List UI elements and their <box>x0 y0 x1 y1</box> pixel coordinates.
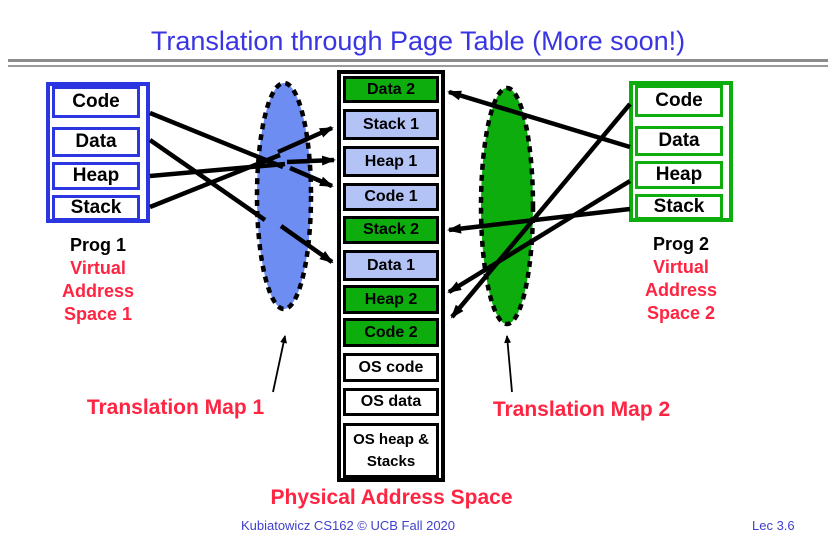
prog1-caption-line1: Virtual <box>70 258 126 278</box>
prog2-caption-line2: Address <box>644 280 718 300</box>
arrow-prog2-data-to-data2 <box>447 89 631 150</box>
prog1-cell-heap: Heap <box>52 162 140 190</box>
line-prog1-code-in <box>149 110 284 170</box>
arrow-label-to-map1 <box>272 335 287 393</box>
prog1-caption-line3: Space 1 <box>63 304 133 324</box>
line-prog1-heap-in <box>149 161 286 179</box>
phys-cell-heap2: Heap 2 <box>343 285 439 314</box>
prog2-name: Prog 2 <box>652 234 709 254</box>
physical-address-space-label: Physical Address Space <box>270 486 513 509</box>
phys-cell-data1: Data 1 <box>343 250 439 281</box>
phys-cell-os-heap-stacks: OS heap & Stacks <box>343 423 439 478</box>
prog1-cell-stack: Stack <box>52 195 140 221</box>
prog2-cell-stack: Stack <box>635 194 723 220</box>
arrow-to-data1 <box>279 224 334 264</box>
prog1-cell-data: Data <box>52 127 140 157</box>
prog1-name: Prog 1 <box>69 235 126 255</box>
prog2-caption-line3: Space 2 <box>646 303 716 323</box>
prog2-cell-code: Code <box>635 85 723 117</box>
prog2-mapping-arrows <box>447 89 632 319</box>
physical-memory-column: Data 2 Stack 1 Heap 1 Code 1 Stack 2 Dat… <box>337 70 445 482</box>
prog1-caption: Prog 1 Virtual Address Space 1 <box>38 234 158 326</box>
prog2-vas-box: Code Data Heap Stack <box>629 81 733 222</box>
footer-credit: Kubiatowicz CS162 © UCB Fall 2020 <box>240 518 456 533</box>
footer-lecture-number: Lec 3.6 <box>752 518 795 533</box>
page-title: Translation through Page Table (More soo… <box>150 26 686 56</box>
prog1-caption-line2: Address <box>61 281 135 301</box>
arrow-to-heap1 <box>286 155 336 166</box>
line-prog1-data-in <box>148 138 267 222</box>
phys-cell-os-data: OS data <box>343 388 439 416</box>
phys-cell-code1: Code 1 <box>343 183 439 211</box>
translation-map2-ellipse <box>478 85 536 327</box>
phys-cell-stack1: Stack 1 <box>343 109 439 140</box>
title-rule <box>8 59 828 67</box>
arrow-label-to-map2 <box>504 335 513 393</box>
arrow-prog2-stack-to-stack2 <box>447 206 631 234</box>
prog1-cell-code: Code <box>52 86 140 118</box>
arrow-prog2-code-to-code2 <box>450 102 632 319</box>
prog1-vas-box: Code Data Heap Stack <box>46 82 150 223</box>
arrow-prog2-heap-to-heap2 <box>447 179 632 294</box>
phys-cell-code2: Code 2 <box>343 318 439 347</box>
translation-map2-label: Translation Map 2 <box>492 398 671 421</box>
prog1-mapping-out-arrows <box>277 125 336 264</box>
phys-cell-data2: Data 2 <box>343 76 439 103</box>
translation-map1-ellipse <box>254 80 314 312</box>
arrow-to-stack1 <box>277 125 334 155</box>
phys-cell-os-code: OS code <box>343 353 439 382</box>
prog2-cell-heap: Heap <box>635 161 723 189</box>
prog1-mapping-in-lines <box>148 110 286 222</box>
prog2-caption: Prog 2 Virtual Address Space 2 <box>621 233 741 325</box>
arrow-to-code1 <box>289 165 334 189</box>
translation-map1-label: Translation Map 1 <box>86 396 265 419</box>
prog2-cell-data: Data <box>635 126 723 156</box>
line-prog1-stack-in <box>149 152 281 210</box>
phys-cell-stack2: Stack 2 <box>343 216 439 244</box>
phys-cell-heap1: Heap 1 <box>343 146 439 177</box>
prog2-caption-line1: Virtual <box>653 257 709 277</box>
